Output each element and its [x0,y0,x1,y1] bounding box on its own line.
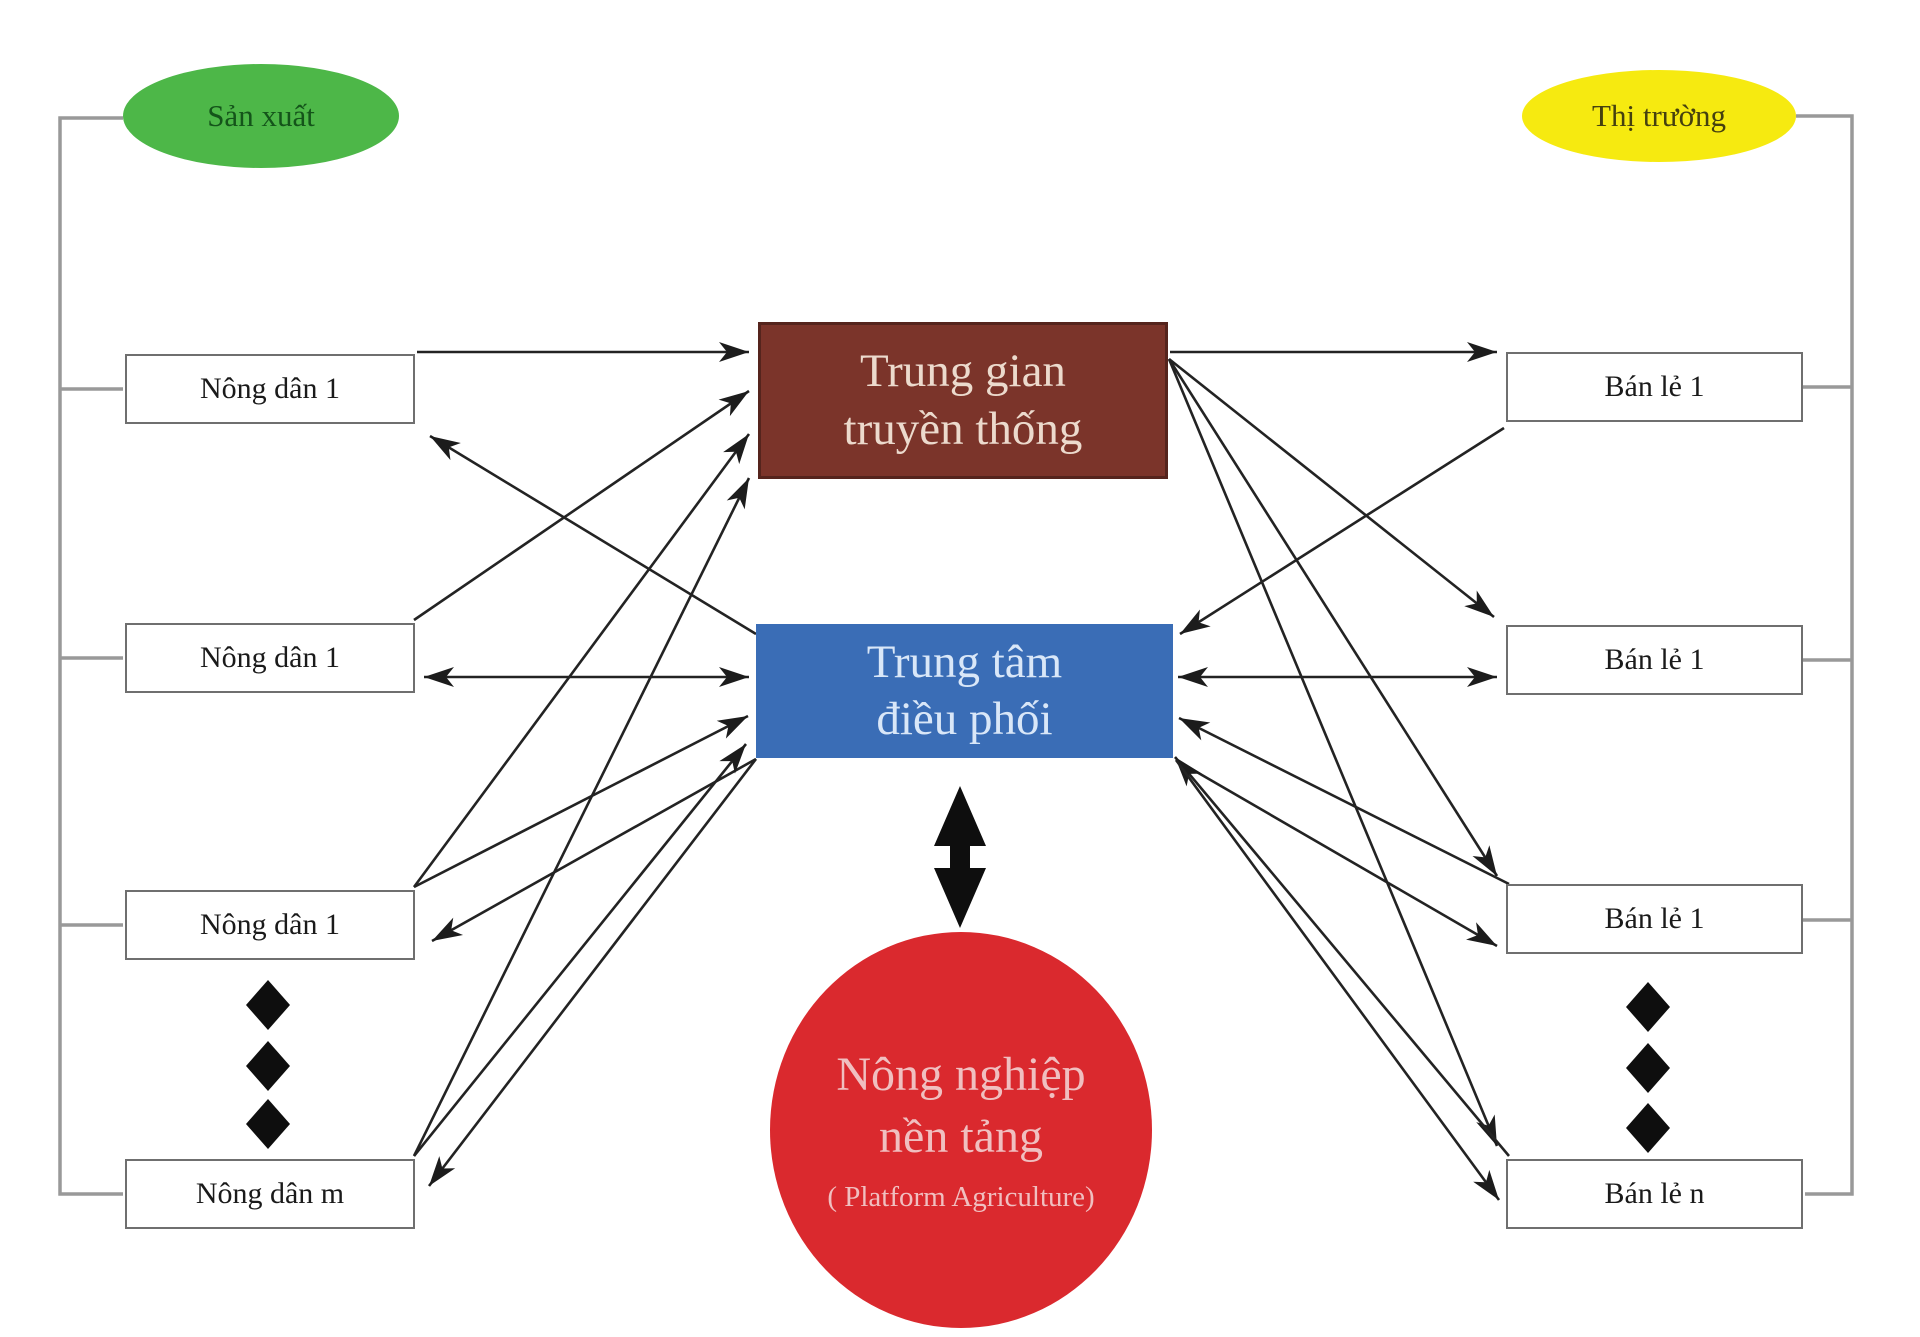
farmer-ellipsis-diamonds [246,980,290,1149]
arrow-coordination-to-farmerm [427,758,758,1187]
arrow-intermediary-to-retail2 [1168,357,1495,619]
arrow-coordination-to-retail3 [1175,758,1498,948]
coordination-center-box: Trung tâm điều phối [756,624,1173,758]
arrow-farmerm-to-intermediary [412,477,751,1157]
retail-box-2: Bán lẻ 1 [1506,625,1803,695]
arrow-coordination-to-farmer3 [431,757,757,943]
farmer-arrows [412,342,758,1187]
market-label: Thị trường [1592,98,1726,133]
farmer-2-label: Nông dân 1 [200,641,340,674]
arrow-farmer3-to-coordination [413,714,749,889]
retail-3-label: Bán lẻ 1 [1604,902,1705,935]
arrow-farmer2-to-intermediary [413,389,750,622]
arrow-retail3-to-coordination [1178,716,1510,886]
arrow-retail1-to-coordination [1179,426,1505,636]
double-arrow-coordination-platform [934,786,986,928]
farmer-box-m: Nông dân m [125,1159,415,1229]
retailer-arrows [1167,342,1510,1201]
retail-2-label: Bán lẻ 1 [1604,643,1705,676]
arrow-farmerm-to-coordination [412,743,748,1157]
production-label: Sản xuất [207,98,315,133]
platform-label-line3: ( Platform Agriculture) [827,1180,1095,1213]
market-ellipse: Thị trường [1522,70,1796,162]
farmer-3-label: Nông dân 1 [200,908,340,941]
arrow-farmer3-to-intermediary [412,433,751,888]
farmer-m-label: Nông dân m [195,1177,345,1210]
platform-label-line2: nền tảng [879,1110,1043,1164]
production-bracket [58,116,123,1196]
farmer-1-label: Nông dân 1 [200,372,340,405]
production-ellipse: Sản xuất [123,64,399,168]
retail-box-n: Bán lẻ n [1506,1159,1803,1229]
traditional-intermediary-box: Trung gian truyền thống [758,322,1168,479]
farmer-box-1: Nông dân 1 [125,354,415,424]
arrow-retailn-to-coordination [1174,756,1510,1157]
arrow-intermediary-to-retailn [1167,358,1499,1147]
farmer-box-2: Nông dân 1 [125,623,415,693]
farmer-box-3: Nông dân 1 [125,890,415,960]
intermediary-label-line2: truyền thống [843,402,1083,455]
retail-box-1: Bán lẻ 1 [1506,352,1803,422]
retail-n-label: Bán lẻ n [1604,1177,1705,1210]
retailer-ellipsis-diamonds [1626,982,1670,1153]
retail-1-label: Bán lẻ 1 [1604,370,1705,403]
arrow-coordination-to-farmer1 [429,434,757,636]
arrow-coordination-to-retailn [1174,759,1501,1201]
market-bracket [1796,114,1854,1196]
coordination-label-line2: điều phối [876,693,1053,745]
platform-label-line1: Nông nghiệp [836,1047,1086,1101]
coordination-label-line1: Trung tâm [866,635,1063,688]
intermediary-label-line1: Trung gian [860,345,1066,398]
arrow-intermediary-to-retail3 [1167,358,1499,877]
retail-box-3: Bán lẻ 1 [1506,884,1803,954]
platform-agriculture-circle: Nông nghiệp nền tảng ( Platform Agricult… [770,932,1152,1328]
